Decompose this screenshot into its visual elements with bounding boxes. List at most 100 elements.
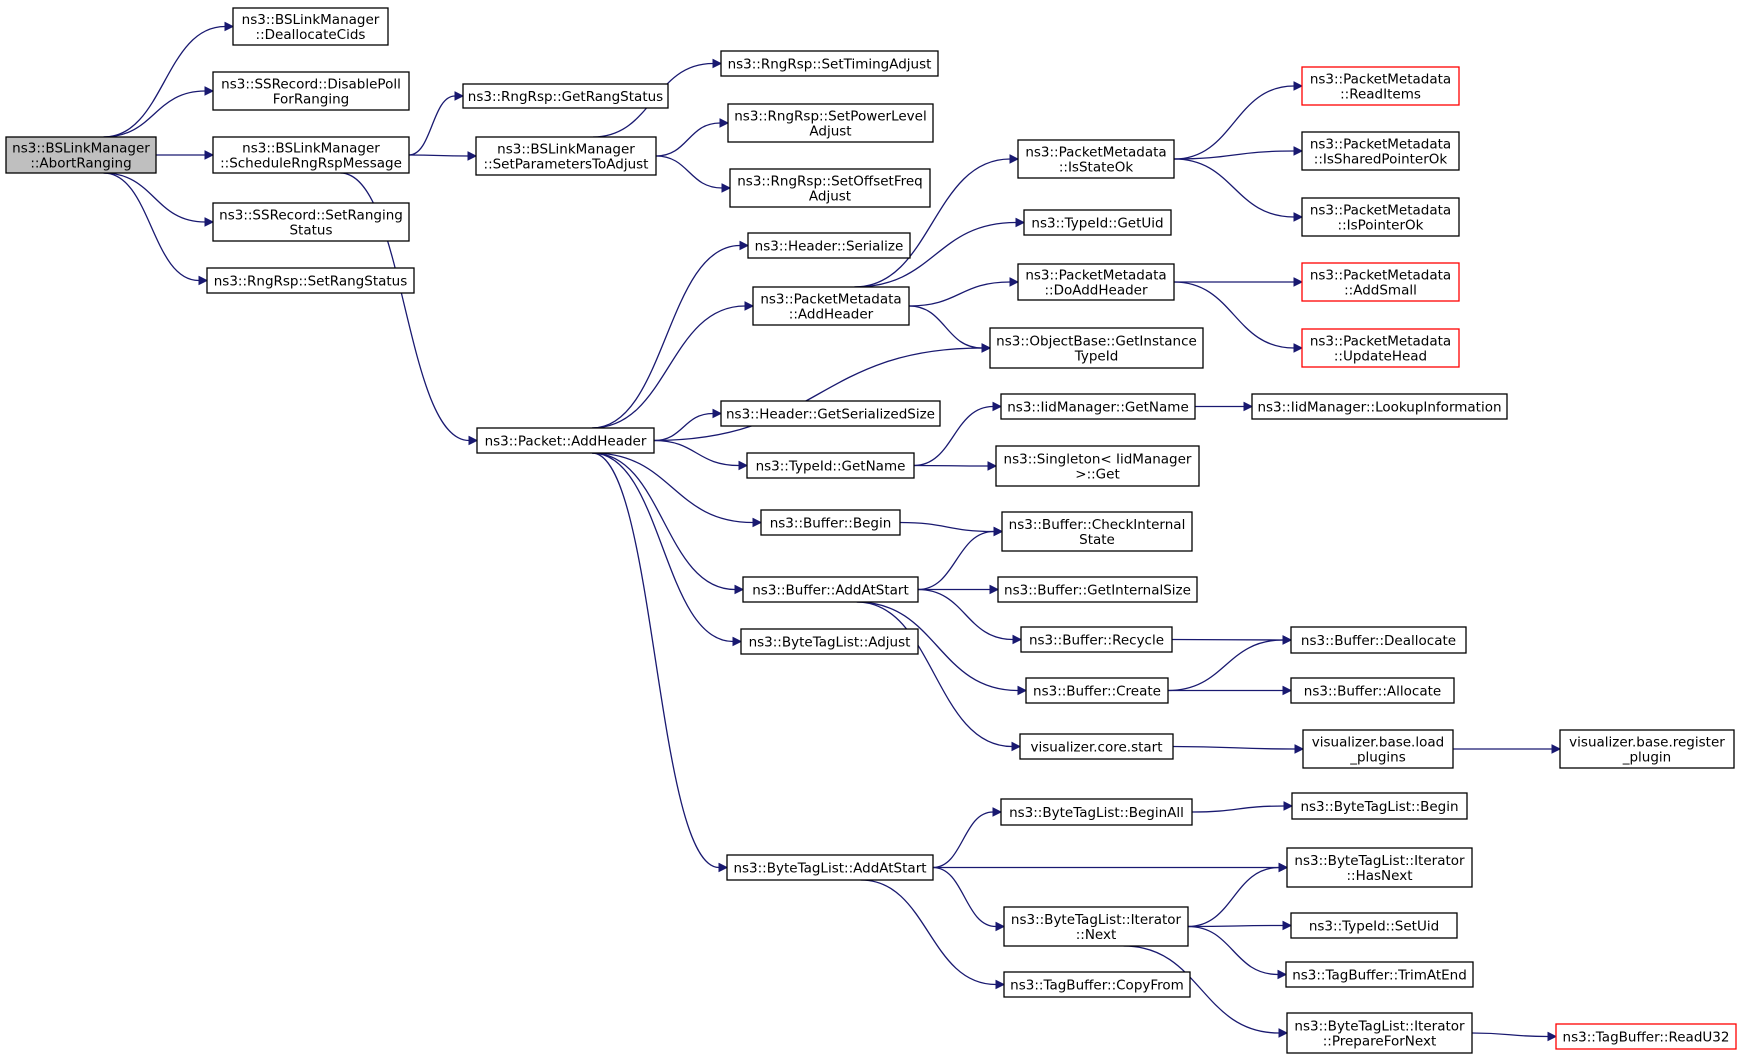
node-getrangstatus[interactable]: ns3::RngRsp::GetRangStatus: [462, 83, 669, 109]
call-edge-pktaddheader-to-getsersize: [653, 412, 714, 442]
node-beginall[interactable]: ns3::ByteTagList::BeginAll: [1000, 798, 1193, 826]
node-prepnext[interactable]: ns3::ByteTagList::Iterator::PrepareForNe…: [1286, 1012, 1473, 1054]
arrowhead-icon: [454, 91, 465, 101]
node-box: [1286, 847, 1473, 888]
node-itnext[interactable]: ns3::ByteTagList::Iterator::Next: [1003, 906, 1189, 947]
node-label-line: ns3::BSLinkManager: [242, 12, 380, 28]
edges-layer: [103, 21, 1562, 1042]
node-label-line: ns3::BSLinkManager: [242, 141, 380, 157]
call-edge-isstateok-to-issharedptr: [1173, 150, 1295, 160]
node-doaddheader[interactable]: ns3::PacketMetadata::DoAddHeader: [1017, 263, 1175, 301]
node-label-line: ns3::Buffer::GetInternalSize: [1004, 583, 1191, 599]
node-label-line: ns3::Buffer::CheckInternal: [1009, 517, 1186, 533]
node-isptrok[interactable]: ns3::PacketMetadata::IsPointerOk: [1301, 197, 1460, 237]
node-label-line: visualizer.base.load: [1312, 735, 1444, 751]
node-readitems[interactable]: ns3::PacketMetadata::ReadItems: [1301, 66, 1460, 106]
arrowhead-icon: [981, 343, 992, 353]
node-iidgetname[interactable]: ns3::IidManager::GetName: [1000, 393, 1196, 420]
node-label-line: ::DoAddHeader: [1044, 283, 1147, 299]
node-box: [1023, 209, 1172, 236]
call-edge-btladdatstart-to-beginall: [932, 811, 994, 869]
node-label-line: ns3::Buffer::Recycle: [1029, 633, 1164, 649]
arrowhead-icon: [989, 584, 1000, 595]
node-allocate[interactable]: ns3::Buffer::Allocate: [1290, 677, 1455, 704]
nodes-layer: ns3::BSLinkManager::AbortRanging ns3::BSL…: [5, 7, 1737, 1054]
node-box: [1290, 912, 1458, 939]
node-label-line: ::UpdateHead: [1334, 349, 1427, 365]
call-edge-pmaddheader-to-getuid: [854, 221, 1017, 288]
node-trimatend[interactable]: ns3::TagBuffer::TrimAtEnd: [1285, 961, 1474, 988]
arrowhead-icon: [732, 636, 743, 647]
call-edge-pktaddheader-to-hdrserialize: [592, 244, 741, 429]
node-typeidgetname[interactable]: ns3::TypeId::GetName: [746, 452, 915, 479]
node-getsersize[interactable]: ns3::Header::GetSerializedSize: [720, 400, 941, 427]
node-getuid[interactable]: ns3::TypeId::GetUid: [1023, 209, 1172, 236]
call-edge-pmaddheader-to-getinstance: [908, 305, 983, 349]
node-updatehead[interactable]: ns3::PacketMetadata::UpdateHead: [1301, 328, 1460, 368]
node-pmaddheader[interactable]: ns3::PacketMetadata::AddHeader: [752, 286, 910, 326]
node-singleton[interactable]: ns3::Singleton< IidManager>::Get: [995, 445, 1200, 487]
node-settiming[interactable]: ns3::RngRsp::SetTimingAdjust: [720, 50, 939, 77]
node-btladdatstart[interactable]: ns3::ByteTagList::AddAtStart: [726, 854, 934, 881]
node-label-line: ns3::Packet::AddHeader: [485, 434, 647, 450]
call-edge-bufbegin-to-checkinternal: [899, 521, 995, 533]
node-readu32[interactable]: ns3::TagBuffer::ReadU32: [1555, 1023, 1737, 1050]
node-label-line: Adjust: [809, 189, 851, 205]
node-label-line: ns3::PacketMetadata: [1310, 137, 1451, 153]
node-vizload[interactable]: visualizer.base.load_plugins: [1302, 729, 1454, 769]
node-label-line: ns3::RngRsp::SetTimingAdjust: [728, 57, 932, 73]
node-pktaddheader[interactable]: ns3::Packet::AddHeader: [476, 427, 655, 454]
node-label-line: ::AddHeader: [789, 307, 874, 323]
node-label-line: ::HasNext: [1346, 868, 1412, 884]
node-label-line: ns3::RngRsp::GetRangStatus: [468, 89, 663, 105]
node-label-line: ns3::Header::Serialize: [755, 239, 904, 255]
arrowhead-icon: [719, 118, 730, 128]
node-hasnext[interactable]: ns3::ByteTagList::Iterator::HasNext: [1286, 847, 1473, 888]
node-addatstart[interactable]: ns3::Buffer::AddAtStart: [742, 576, 919, 603]
arrowhead-icon: [752, 517, 763, 528]
node-btladjust[interactable]: ns3::ByteTagList::Adjust: [740, 628, 919, 655]
node-label-line: ns3::PacketMetadata: [1025, 268, 1166, 284]
arrowhead-icon: [712, 58, 723, 69]
node-isstateok[interactable]: ns3::PacketMetadata::IsStateOk: [1017, 139, 1175, 179]
node-copyfrom[interactable]: ns3::TagBuffer::CopyFrom: [1003, 971, 1191, 998]
node-vizstart[interactable]: visualizer.core.start: [1019, 733, 1174, 760]
node-setrangstatus[interactable]: ns3::RngRsp::SetRangStatus: [206, 267, 415, 294]
call-edge-isstateok-to-isptrok: [1173, 158, 1295, 218]
arrowhead-icon: [1017, 685, 1028, 696]
arrowhead-icon: [1293, 146, 1304, 156]
node-box: [1559, 729, 1735, 769]
call-edge-beginall-to-btlbegin: [1191, 805, 1285, 813]
node-label-line: ::Next: [1076, 927, 1117, 943]
node-create[interactable]: ns3::Buffer::Create: [1025, 677, 1169, 704]
call-edge-itnext-to-prepnext: [1123, 945, 1280, 1034]
node-vizreg[interactable]: visualizer.base.register_plugin: [1559, 729, 1735, 769]
node-issharedptr[interactable]: ns3::PacketMetadata::IsSharedPointerOk: [1301, 131, 1460, 171]
node-lookupinfo[interactable]: ns3::IidManager::LookupInformation: [1251, 393, 1508, 420]
node-recycle[interactable]: ns3::Buffer::Recycle: [1020, 626, 1173, 653]
node-box: [760, 509, 901, 536]
node-label-line: ns3::PacketMetadata: [1025, 145, 1166, 161]
node-hdrserialize[interactable]: ns3::Header::Serialize: [747, 232, 911, 259]
node-deallocate[interactable]: ns3::Buffer::Deallocate: [1290, 626, 1467, 654]
node-bufbegin[interactable]: ns3::Buffer::Begin: [760, 509, 901, 536]
node-setuid[interactable]: ns3::TypeId::SetUid: [1290, 912, 1458, 939]
call-edge-pktaddheader-to-pmaddheader: [592, 305, 746, 429]
node-label-line: ns3::TypeId::GetUid: [1031, 216, 1163, 232]
node-setparams[interactable]: ns3::BSLinkManager::SetParametersToAdjus…: [475, 136, 657, 176]
node-box: [1301, 262, 1460, 302]
node-addsmall[interactable]: ns3::PacketMetadata::AddSmall: [1301, 262, 1460, 302]
node-dealloccids[interactable]: ns3::BSLinkManager::DeallocateCids: [232, 7, 389, 46]
node-box: [1025, 677, 1169, 704]
node-getinternalsize[interactable]: ns3::Buffer::GetInternalSize: [997, 576, 1198, 603]
node-schedrng[interactable]: ns3::BSLinkManager::ScheduleRngRspMessag…: [212, 136, 410, 174]
arrowhead-icon: [993, 526, 1004, 537]
node-abort[interactable]: ns3::BSLinkManager::AbortRanging: [5, 136, 157, 174]
node-btlbegin[interactable]: ns3::ByteTagList::Begin: [1291, 792, 1468, 820]
